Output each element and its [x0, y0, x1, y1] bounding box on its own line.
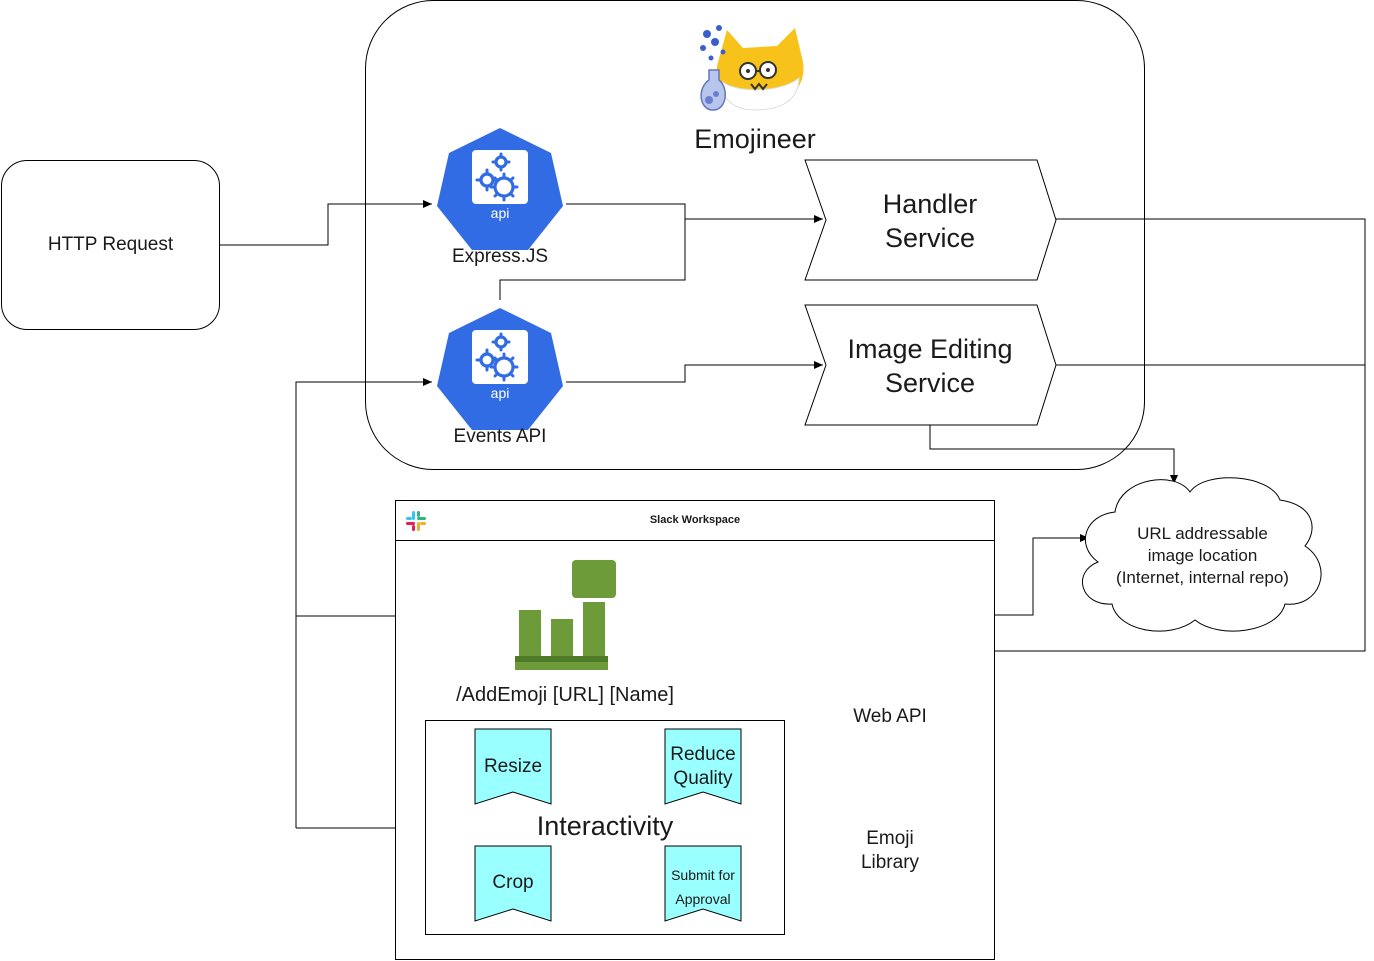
image-location-label: URL addressable image location (Internet…	[1095, 523, 1310, 589]
handler-service-label: Handler Service	[830, 187, 1030, 255]
image-location-line3: (Internet, internal repo)	[1116, 568, 1289, 587]
image-editing-service-label: Image Editing Service	[815, 332, 1045, 400]
emojineer-container	[365, 0, 1145, 470]
edge-handler-to-web-api	[958, 218, 1366, 655]
edge-web-api-to-location	[995, 534, 1089, 616]
edge-events-to-image-editing	[566, 361, 823, 383]
emoji-library-line2: Library	[860, 852, 920, 873]
image-editing-service-shape	[804, 304, 1057, 426]
reduce-quality-line2: Quality	[673, 768, 733, 789]
handler-service-line1: Handler	[882, 189, 978, 219]
express-api-icon	[435, 126, 565, 252]
interactivity-title: Interactivity	[536, 811, 674, 841]
image-location-line2: image location	[1147, 546, 1258, 565]
reduce-quality-line1: Reduce	[670, 744, 736, 765]
image-editing-service-line1: Image Editing	[847, 334, 1013, 364]
emoji-library-line1: Emoji	[866, 828, 914, 849]
edge-http-to-express	[220, 200, 432, 246]
emoji-cat-icon	[695, 22, 810, 119]
edge-express-to-handler	[566, 203, 823, 223]
emoji-library-label: Emoji Library	[840, 827, 940, 875]
image-location-line1: URL addressable	[1137, 524, 1268, 543]
crop-action-label: Crop	[492, 872, 534, 893]
slack-workspace-title: Slack Workspace	[649, 514, 741, 526]
events-api-icon	[435, 306, 565, 432]
add-emoji-label: /AddEmoji [URL] [Name]	[456, 684, 674, 706]
emojineer-title: Emojineer	[694, 124, 816, 154]
submit-approval-line2: Approval	[675, 891, 731, 907]
bar-chart-icon	[515, 560, 616, 670]
resize-action-label: Resize	[483, 756, 543, 777]
edge-slack-to-events-api	[295, 378, 432, 828]
express-api-badge: api	[490, 205, 510, 221]
events-api-label: Events API	[453, 426, 547, 447]
events-api-badge: api	[490, 385, 510, 401]
image-location-cloud	[1081, 477, 1322, 632]
submit-approval-action-label: Submit for Approval	[660, 863, 746, 911]
slack-logo-icon	[406, 511, 426, 531]
submit-approval-line1: Submit for	[671, 867, 735, 883]
slack-workspace-header: Slack Workspace	[396, 501, 994, 541]
edge-image-editing-to-location	[929, 425, 1178, 484]
handler-service-line2: Service	[884, 223, 976, 253]
web-api-badge: api	[880, 654, 900, 670]
edge-events-to-handler	[499, 219, 686, 300]
handler-service-shape	[804, 159, 1057, 281]
http-request-label: HTTP Request	[47, 234, 174, 255]
web-api-label: Web API	[853, 706, 927, 727]
http-request-node: HTTP Request	[1, 160, 220, 330]
express-label: Express.JS	[451, 246, 549, 267]
image-editing-service-line2: Service	[884, 368, 976, 398]
reduce-quality-action-label: Reduce Quality	[660, 743, 746, 791]
